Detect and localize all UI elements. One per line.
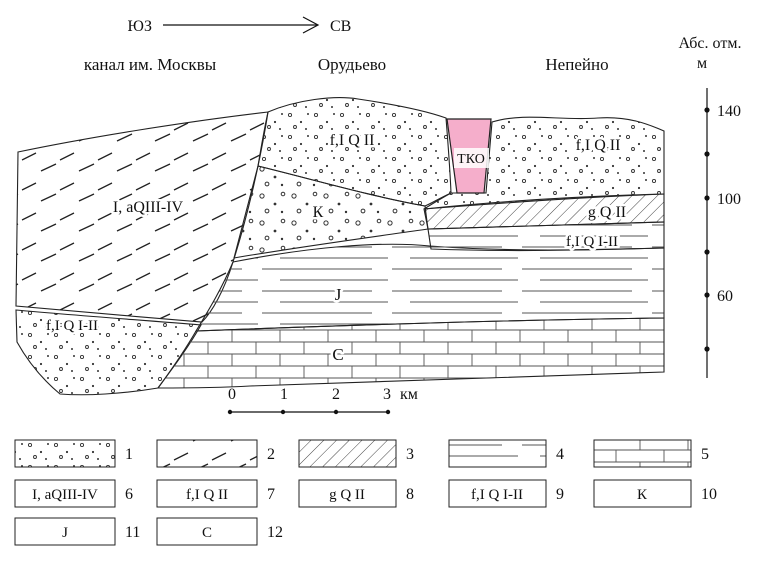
legend-swatch-dots xyxy=(14,439,116,468)
label-fq2-mid: f,I Q II xyxy=(330,132,375,149)
scale-0: 0 xyxy=(228,386,236,403)
region-carboniferous-c xyxy=(156,317,665,389)
region-fq12-band xyxy=(427,221,665,252)
legend-num-10: 10 xyxy=(701,486,717,503)
direction-label-ne: СВ xyxy=(330,18,351,35)
axis-label-100: 100 xyxy=(717,191,741,208)
axis-label-140: 140 xyxy=(717,103,741,120)
axis-tick-dot xyxy=(704,151,710,157)
direction-label-sw: ЮЗ xyxy=(128,18,152,35)
legend-num-4: 4 xyxy=(556,446,564,463)
legend-num-9: 9 xyxy=(556,486,564,503)
label-tko: ТКО xyxy=(457,152,485,167)
legend-box-k xyxy=(593,479,692,508)
legend-label-aq: I, aQIII-IV xyxy=(32,487,98,503)
legend-box-c xyxy=(156,517,258,546)
legend-num-2: 2 xyxy=(267,446,275,463)
cross-section-body xyxy=(15,97,665,396)
legend-label-j: J xyxy=(62,525,68,541)
axis-tick-dot xyxy=(704,249,710,255)
legend-num-6: 6 xyxy=(125,486,133,503)
scale-tick-dot xyxy=(333,409,339,415)
legend-label-fq12: f,I Q I-II xyxy=(471,487,523,503)
legend-box-fq2 xyxy=(156,479,258,508)
elevation-axis: Абс. отм. м 140 100 60 xyxy=(679,35,742,378)
scale-tick-dot xyxy=(280,409,286,415)
legend-num-11: 11 xyxy=(125,524,140,541)
scale-bar: 0 1 2 3 км xyxy=(227,386,418,415)
legend-num-3: 3 xyxy=(406,446,414,463)
legend-swatch-hlines xyxy=(448,439,547,468)
label-fq12-left: f,I Q I-II xyxy=(46,318,98,334)
legend-label-gq2: g Q II xyxy=(329,487,365,503)
arrow-head-icon xyxy=(302,16,320,34)
scale-tick-dot xyxy=(227,409,233,415)
scale-2: 2 xyxy=(332,386,340,403)
scale-unit: км xyxy=(400,386,418,403)
legend-label-fq2: f,I Q II xyxy=(186,487,228,503)
legend: 1 2 3 4 5 I, aQIII-IV 6 f,I Q II 7 g Q I… xyxy=(14,439,717,546)
legend-swatch-hatch xyxy=(298,439,397,468)
tko-label-plate xyxy=(454,148,489,168)
region-jurassic-j xyxy=(194,243,665,332)
region-cretaceous-k xyxy=(233,165,429,259)
axis-tick-dot xyxy=(704,107,710,113)
legend-box-aq xyxy=(14,479,116,508)
scale-tick-dot xyxy=(385,409,391,415)
legend-num-8: 8 xyxy=(406,486,414,503)
location-canal: канал им. Москвы xyxy=(84,55,217,74)
label-alluvium: I, aQIII-IV xyxy=(113,199,184,216)
label-c: С xyxy=(332,345,343,364)
legend-box-j xyxy=(14,517,116,546)
axis-unit: м xyxy=(697,55,707,72)
section-labels: I, aQIII-IV f,I Q II К ТКО f,I Q II g Q … xyxy=(43,130,628,367)
axis-tick-dot xyxy=(704,292,710,298)
legend-label-c: С xyxy=(202,525,212,541)
legend-swatch-dashes xyxy=(156,439,258,468)
legend-num-7: 7 xyxy=(267,486,275,503)
legend-box-gq2 xyxy=(298,479,397,508)
legend-label-k: К xyxy=(637,487,648,503)
label-fq2-right: f,I Q II xyxy=(576,137,621,154)
axis-tick-dot xyxy=(704,195,710,201)
scale-3: 3 xyxy=(383,386,391,403)
scale-1: 1 xyxy=(280,386,288,403)
axis-title: Абс. отм. xyxy=(679,35,742,52)
legend-num-1: 1 xyxy=(125,446,133,463)
label-k: К xyxy=(313,204,324,221)
axis-tick-dot xyxy=(704,346,710,352)
label-gq2: g Q II xyxy=(588,204,626,221)
label-j: J xyxy=(335,285,342,304)
legend-swatch-brick xyxy=(593,439,692,468)
legend-num-5: 5 xyxy=(701,446,709,463)
label-fq12-band: f,I Q I-II xyxy=(566,234,618,250)
legend-num-12: 12 xyxy=(267,524,283,541)
axis-label-60: 60 xyxy=(717,288,733,305)
direction-arrow: ЮЗ СВ xyxy=(128,16,351,35)
location-nepeyno: Непейно xyxy=(545,55,608,74)
location-orudyevo: Орудьево xyxy=(318,55,386,74)
legend-box-fq12 xyxy=(448,479,547,508)
